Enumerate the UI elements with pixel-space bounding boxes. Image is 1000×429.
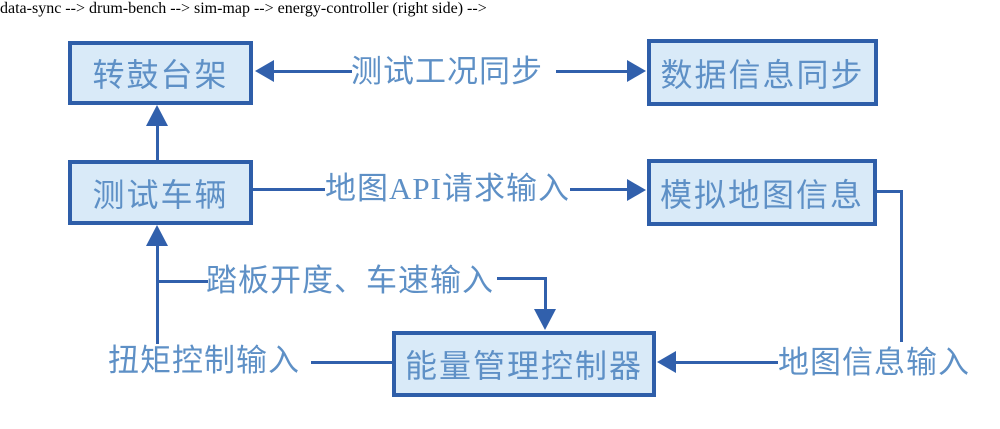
arrowhead-into-energy-controller-top-icon <box>534 309 556 330</box>
box-data-sync: 数据信息同步 <box>647 39 878 106</box>
connector-torque-line <box>311 361 392 364</box>
box-drum-bench: 转鼓台架 <box>68 41 253 105</box>
connector-pedal-stub <box>158 280 208 283</box>
edge-label-map-info-input: 地图信息输入 <box>778 345 970 380</box>
edge-label-pedal-speed-input: 踏板开度、车速输入 <box>206 263 494 298</box>
box-sim-map: 模拟地图信息 <box>647 159 877 226</box>
box-energy-controller-label: 能量管理控制器 <box>404 348 643 384</box>
connector-simmap-elbow-v <box>900 190 903 342</box>
arrowhead-into-sim-map-icon <box>627 179 646 201</box>
connector-api-right <box>570 188 628 191</box>
connector-vehicle-to-drum <box>156 125 159 160</box>
box-sim-map-label: 模拟地图信息 <box>659 176 864 213</box>
connector-sync-right <box>556 70 628 73</box>
connector-pedal-line <box>497 277 547 280</box>
connector-sync-left <box>273 70 352 73</box>
edge-label-torque-control-input: 扭矩控制输入 <box>108 343 300 378</box>
arrowhead-into-data-sync-icon <box>627 60 646 82</box>
arrowhead-into-test-vehicle-bottom-icon <box>146 225 168 246</box>
box-test-vehicle: 测试车辆 <box>68 160 253 225</box>
arrowhead-into-drum-bench-bottom-icon <box>146 105 168 126</box>
edge-label-map-api-request: 地图API请求输入 <box>325 171 570 206</box>
connector-mapinfo-line <box>675 361 778 364</box>
connector-torque-vertical <box>156 245 159 344</box>
connector-api-left <box>253 188 325 191</box>
box-energy-controller: 能量管理控制器 <box>392 331 656 397</box>
arrowhead-into-drum-bench-icon <box>255 60 274 82</box>
box-test-vehicle-label: 测试车辆 <box>92 176 229 213</box>
arrowhead-into-energy-controller-right-icon <box>657 351 676 373</box>
edge-label-test-condition-sync: 测试工况同步 <box>351 54 543 89</box>
box-drum-bench-label: 转鼓台架 <box>92 57 229 93</box>
connector-simmap-elbow-h <box>877 190 903 193</box>
connector-pedal-elbow-v <box>544 277 547 311</box>
box-data-sync-label: 数据信息同步 <box>660 56 865 93</box>
